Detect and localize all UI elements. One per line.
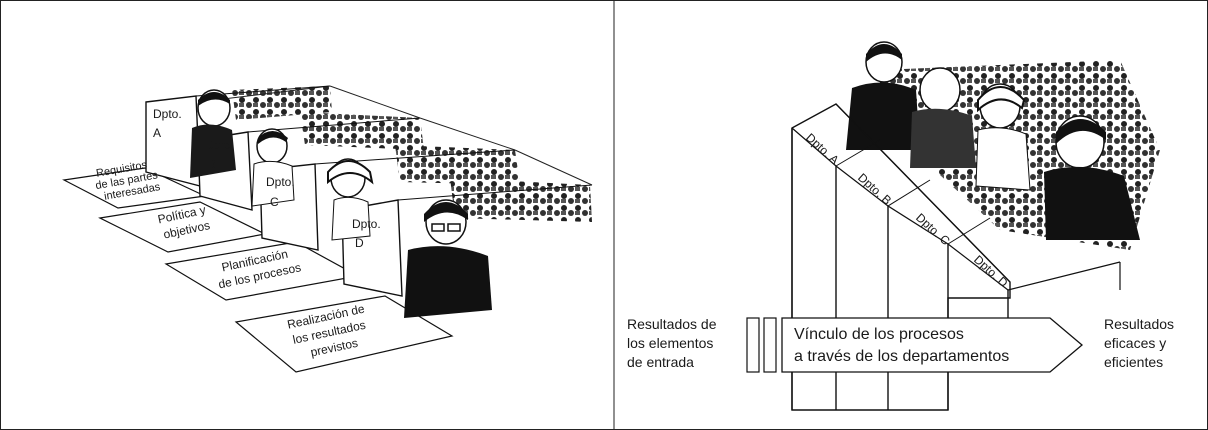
dept-a-label: Dpto. A [153, 107, 185, 140]
dept-c-label: Dpto. C [266, 175, 298, 209]
dept-d-tag: Dpto. D [971, 252, 1011, 290]
crowd-d [450, 178, 592, 222]
person-b [251, 128, 295, 207]
crowd-c [395, 145, 520, 185]
dept-b-tag: Dpto. B [855, 170, 894, 207]
dept-c-tag: Dpto. C [913, 210, 953, 248]
arrow-label: Vínculo de los procesos a través de los … [794, 326, 1009, 365]
dept-b-label: Dpto. B [205, 138, 237, 171]
dept-a-tag: Dpto. A [803, 130, 842, 167]
inputs-label: Resultados de los elementos de entrada [627, 316, 720, 370]
input-bar-2 [763, 317, 777, 373]
process-link-arrow [781, 317, 1084, 373]
right-panel-linked: Dpto. A Dpto. B Dpto. C Dpto. D Resultad… [627, 41, 1178, 411]
outputs-label: Resultados eficaces y eficientes [1104, 316, 1178, 370]
person-right-d [1044, 115, 1140, 240]
left-panel-silos: Dpto. A Dpto. B Dpto. C Dpto. D Requisit… [62, 85, 593, 373]
person-d [404, 199, 492, 318]
desk-d [234, 295, 454, 373]
input-bar-1 [746, 317, 760, 373]
person-right-c [975, 83, 1031, 191]
person-right-a [846, 41, 920, 150]
person-a [190, 89, 236, 178]
person-c [327, 158, 374, 241]
crowd-b [300, 112, 424, 150]
dept-d-label: Dpto. D [352, 217, 384, 250]
person-right-b [910, 67, 976, 168]
